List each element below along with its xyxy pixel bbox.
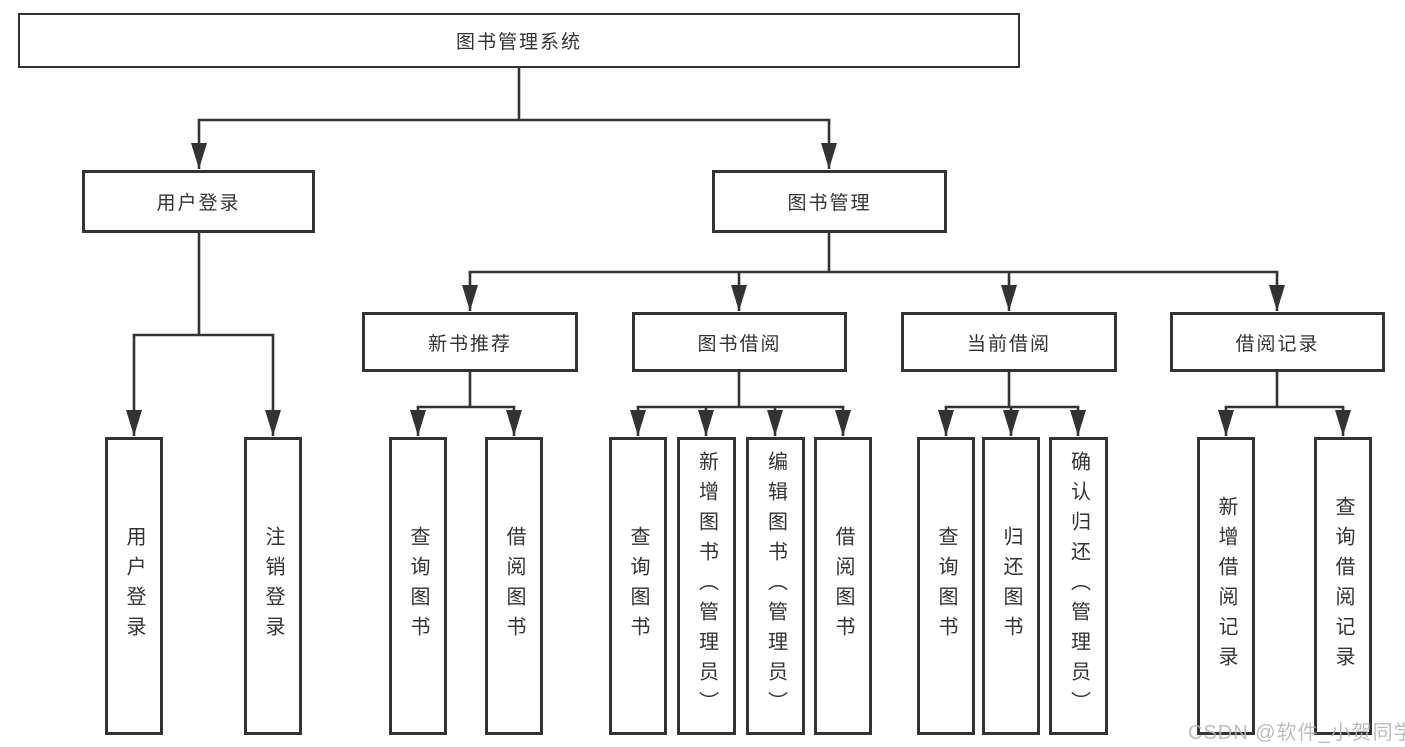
leaf-borrow-books-recommend: 借阅图书: [485, 437, 543, 735]
node-user-login-label: 用户登录: [156, 193, 241, 214]
node-borrow-records: 借阅记录: [1170, 312, 1385, 372]
leaf-return-book-label: 归还图书: [1000, 526, 1022, 646]
leaf-query-books-current: 查询图书: [917, 437, 975, 735]
node-borrow-records-label: 借阅记录: [1235, 333, 1320, 355]
leaf-add-borrow-record-label: 新增借阅记录: [1215, 496, 1237, 676]
leaf-user-login-label: 用户登录: [123, 526, 145, 646]
edge-borrow-records-children: [1218, 372, 1351, 436]
edge-user-login-children: [126, 233, 281, 436]
edge-new-book-children: [410, 372, 522, 436]
leaf-return-book: 归还图书: [982, 437, 1040, 735]
edge-root-to-level2: [191, 68, 837, 169]
leaf-query-borrow-record: 查询借阅记录: [1314, 437, 1372, 735]
node-book-management: 图书管理: [712, 170, 947, 233]
node-library-system: 图书管理系统: [18, 13, 1020, 68]
leaf-query-books-recommend: 查询图书: [389, 437, 447, 735]
leaf-confirm-return-admin-label: 确认归还（管理员）: [1067, 451, 1090, 721]
node-book-management-label: 图书管理: [787, 193, 872, 214]
leaf-add-book-admin: 新增图书（管理员）: [677, 437, 736, 735]
leaf-user-login: 用户登录: [105, 437, 163, 735]
leaf-query-books-recommend-label: 查询图书: [407, 526, 429, 646]
node-new-book-recommend: 新书推荐: [362, 312, 578, 372]
leaf-confirm-return-admin: 确认归还（管理员）: [1049, 437, 1108, 735]
node-current-borrow: 当前借阅: [901, 312, 1117, 372]
leaf-borrow-book-label: 借阅图书: [832, 526, 854, 646]
edge-book-borrow-children: [630, 372, 851, 436]
leaf-query-books-current-label: 查询图书: [935, 526, 957, 646]
node-new-book-recommend-label: 新书推荐: [427, 333, 512, 355]
leaf-query-borrow-record-label: 查询借阅记录: [1332, 496, 1354, 676]
leaf-query-books-borrow-label: 查询图书: [627, 526, 649, 646]
edge-current-borrow-children: [938, 372, 1086, 436]
leaf-edit-book-admin: 编辑图书（管理员）: [746, 437, 805, 735]
node-user-login: 用户登录: [82, 170, 315, 233]
leaf-borrow-book: 借阅图书: [814, 437, 872, 735]
leaf-edit-book-admin-label: 编辑图书（管理员）: [764, 451, 787, 721]
node-book-borrow: 图书借阅: [632, 312, 847, 372]
leaf-logout-label: 注销登录: [262, 526, 284, 646]
node-current-borrow-label: 当前借阅: [966, 333, 1051, 355]
leaf-add-borrow-record: 新增借阅记录: [1197, 437, 1255, 735]
csdn-watermark: CSDN @软件_小贺同学: [1188, 722, 1405, 744]
node-library-system-label: 图书管理系统: [455, 32, 582, 53]
node-book-borrow-label: 图书借阅: [697, 333, 782, 355]
leaf-query-books-borrow: 查询图书: [609, 437, 667, 735]
leaf-borrow-books-recommend-label: 借阅图书: [503, 526, 525, 646]
leaf-logout: 注销登录: [244, 437, 302, 735]
leaf-add-book-admin-label: 新增图书（管理员）: [695, 451, 718, 721]
edge-book-mgmt-to-level3: [462, 233, 1285, 311]
